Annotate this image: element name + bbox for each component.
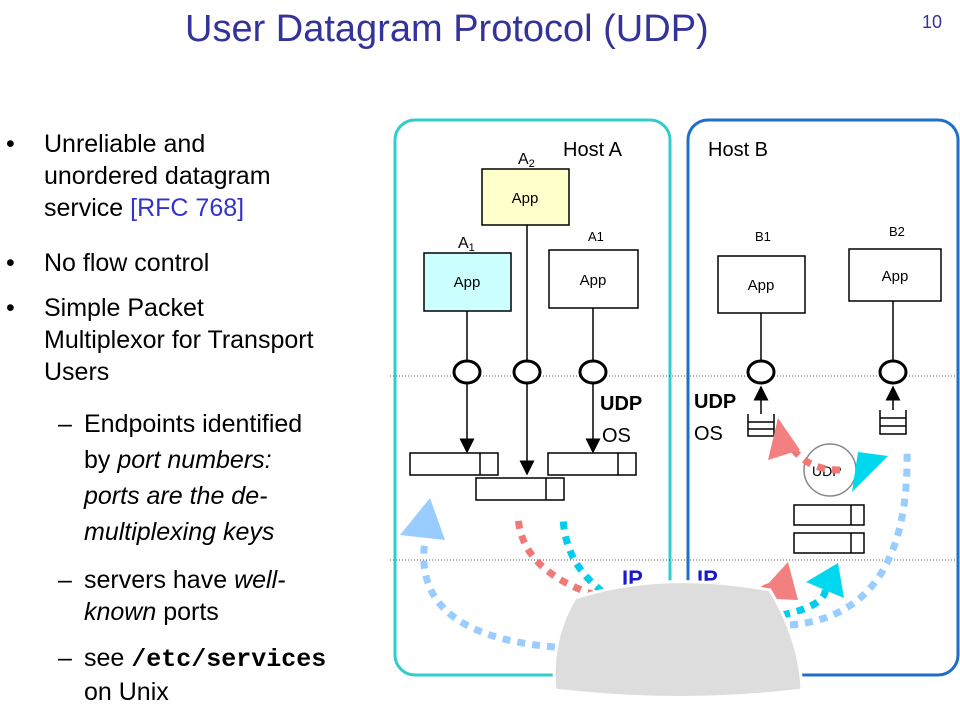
bullet-text: by [84,446,118,474]
queue-b1 [747,414,775,437]
os-label-host-a: OS [602,425,631,447]
app-label: App [748,277,775,294]
bullet-text: unordered datagram [44,162,271,190]
app-label: App [882,268,909,285]
bullet-flow-control: No flow control [6,247,210,279]
queue-ip-b-bottom [793,532,865,554]
bullet-text: see [84,644,132,672]
host-a-box [393,118,672,677]
code-etc-services: /etc/services [131,645,327,674]
bullet-text-italic: known [84,598,157,626]
bullet-text: Users [44,358,110,386]
bullet-text: Unreliable and [44,130,206,158]
sub-bullet-endpoints: Endpoints identified by port numbers: po… [58,406,303,550]
bullet-text: Endpoints identified [84,410,303,438]
udp-label-host-b: UDP [694,391,736,413]
rfc-reference: [RFC 768] [130,194,245,222]
sub-bullet-well-known: servers have well- known ports [58,564,286,628]
bullet-unreliable: Unreliable and unordered datagram servic… [6,128,271,224]
port-label-b2: B2 [889,224,905,239]
flow-arrow-salmon-a [514,514,597,599]
queue-ip-b-top [793,504,865,526]
bullet-text: service [44,194,131,222]
queue-a1-right [547,452,637,476]
port-circle-a1-left [452,359,482,385]
port-label-a1-right: A1 [588,229,604,244]
os-label-host-b: OS [694,423,723,445]
port-circle-a2 [512,359,542,385]
bullet-text: No flow control [44,249,210,277]
arrowhead-cyan-up [852,452,888,492]
port-circle-b2 [878,359,908,385]
flow-arrow-blue-a [420,539,571,652]
bullet-text-italic: ports are the de- [84,482,268,510]
slide-title: User Datagram Protocol (UDP) [185,8,709,50]
port-label-b1: B1 [755,229,771,244]
app-label: App [454,274,481,291]
app-box-a2 [481,168,570,226]
arrowhead-blue [400,498,445,540]
arrowhead-cyan [806,563,844,598]
bullet-text-italic: port numbers: [117,446,272,474]
app-box-b2 [848,248,942,302]
flow-arrow-cyan-a [559,516,617,604]
port-label-a1-left: A1 [458,235,475,254]
bullet-text-italic: multiplexing keys [84,518,275,546]
app-label: App [512,190,539,207]
network-cloud [552,580,804,699]
host-a-label: Host A [563,139,623,161]
queue-a2 [475,477,565,501]
bullet-text: Simple Packet [44,294,204,322]
sub-bullet-services: see /etc/services on Unix [58,642,327,708]
app-box-a1-left [423,252,512,312]
port-circle-b1 [746,359,776,385]
queue-b2 [879,410,907,435]
queue-a1-left [409,452,499,476]
bullet-text: Multiplexor for Transport [44,326,314,354]
page-number: 10 [922,12,943,32]
bullet-text-italic: well- [234,566,286,594]
flow-arrow-blue-b [789,449,911,629]
arrowhead-salmon-up [768,418,800,460]
flow-arrow-cyan-b [781,584,829,619]
bullet-text: servers have [84,566,235,594]
host-b-box [686,118,960,677]
host-b-label: Host B [708,139,768,161]
bullet-multiplexor: Simple Packet Multiplexor for Transport … [6,292,314,388]
udp-label-host-a: UDP [600,393,642,415]
port-circle-a1-right [578,359,608,385]
bullet-text: on Unix [84,678,169,706]
port-label-a2: A2 [518,151,535,170]
bullet-text: ports [156,598,219,626]
app-label: App [580,272,607,289]
